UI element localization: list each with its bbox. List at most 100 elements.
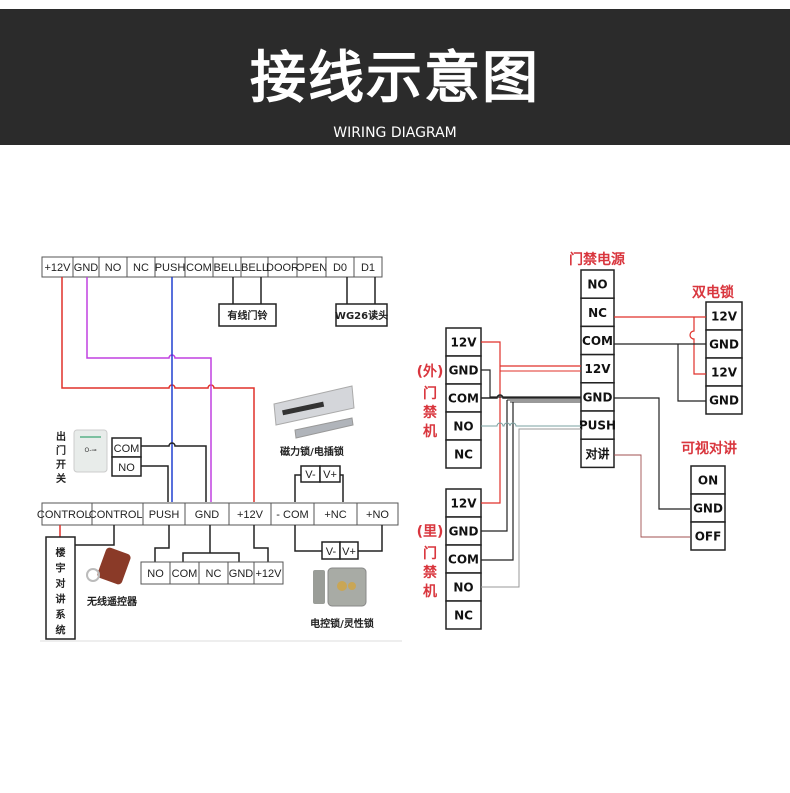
- mag-lock-label: 磁力锁/电插锁: [280, 445, 344, 458]
- top-terminal-label: DOOR: [266, 262, 299, 274]
- label-char: 统: [56, 624, 66, 637]
- inner-prefix: (里): [417, 524, 444, 540]
- exit-com-terminal: COM: [114, 443, 140, 455]
- remote-terminal-cell: [253, 561, 284, 585]
- remote-terminal-label: COM: [172, 568, 198, 580]
- inner-terminal-label: NO: [453, 581, 473, 595]
- psu-terminal-cell: [580, 297, 615, 328]
- video-intercom-terminal-cell: [690, 521, 726, 551]
- label-char: 开: [56, 459, 66, 471]
- label-char: 门: [423, 385, 437, 402]
- outer-terminal-cell: [445, 411, 482, 441]
- video-intercom-terminal-label: ON: [698, 474, 718, 488]
- top-terminal-label: BELL: [241, 262, 268, 274]
- doorbell-box: 有线门铃: [218, 277, 277, 327]
- outer-prefix: (外): [417, 363, 444, 380]
- inner-terminal-cell: [445, 516, 482, 546]
- psu-terminal-label: 12V: [585, 362, 612, 376]
- label-char: 门: [56, 444, 66, 457]
- label-char: 系: [56, 608, 66, 621]
- mag-lock-group: 磁力锁/电插锁 V- V+: [273, 385, 355, 483]
- psu-terminal-cell: [580, 269, 615, 299]
- top-terminal-label: NO: [105, 262, 122, 274]
- double-lock-terminal-label: GND: [709, 338, 739, 352]
- inner-terminal-label: NC: [454, 609, 473, 623]
- doorbell-label: 有线门铃: [228, 309, 269, 322]
- top-terminal-cell: [353, 256, 383, 278]
- psu-terminal-label: GND: [583, 390, 613, 404]
- bottom-terminal-label: +NC: [324, 509, 346, 521]
- page-title: 接线示意图: [250, 46, 540, 111]
- bottom-terminal-cell: [356, 502, 399, 526]
- bottom-terminal-label: PUSH: [149, 509, 180, 521]
- top-terminal-label: OPEN: [296, 262, 327, 274]
- reader-label: WG26读头: [335, 309, 388, 322]
- remote-label: 无线遥控器: [86, 595, 138, 608]
- exit-no-wire: [141, 465, 169, 502]
- top-terminal-label: GND: [74, 262, 99, 274]
- electric-lock-label: 电控锁/灵性锁: [310, 617, 374, 630]
- outer-terminal-label: 12V: [451, 336, 478, 350]
- label-char: 讲: [56, 593, 66, 606]
- outer-controller-label: (外) 门禁机: [417, 363, 444, 440]
- psu-terminal-label: NC: [588, 306, 607, 320]
- left-wires: [61, 277, 344, 502]
- psu-terminal-label: 对讲: [585, 446, 609, 461]
- psu-terminal-label: COM: [582, 334, 613, 348]
- double-lock-terminal-cell: [705, 357, 743, 387]
- label-char: 宇: [56, 562, 66, 575]
- psu-terminal-cell: [580, 325, 615, 356]
- remote-terminal-label: GND: [229, 568, 254, 580]
- page-subtitle: WIRING DIAGRAM: [333, 125, 457, 141]
- power-wire: [61, 277, 255, 502]
- top-terminal-label: D0: [333, 262, 347, 274]
- video-intercom-terminal-cell: [690, 493, 726, 523]
- label-char: 机: [423, 583, 437, 600]
- exit-com-wire: [141, 442, 207, 502]
- header-banner: 接线示意图 WIRING DIAGRAM: [0, 9, 790, 145]
- svg-text:O-⊸: O-⊸: [84, 447, 96, 454]
- label-char: 出: [56, 430, 66, 443]
- outer-terminal-cell: [445, 439, 482, 469]
- video-intercom-terminal-label: OFF: [695, 530, 722, 544]
- exit-button-image: [73, 429, 108, 473]
- bottom-terminal-label: CONTROL-: [89, 509, 147, 521]
- top-terminal-label: PUSH: [155, 262, 186, 274]
- label-char: 禁: [423, 404, 437, 421]
- top-terminal-label: NC: [133, 262, 149, 274]
- double-lock-terminal-cell: [705, 329, 743, 359]
- outer-terminal-label: GND: [449, 364, 479, 378]
- remote-terminal-label: +12V: [256, 568, 283, 580]
- bottom-terminal-label: - COM: [276, 509, 308, 521]
- label-char: 机: [423, 423, 437, 440]
- bottom-terminal-label: CONTROL+: [37, 509, 97, 521]
- bottom-terminal-label: +NO: [366, 509, 389, 521]
- psu-terminal-label: PUSH: [579, 419, 616, 433]
- video-intercom-terminals: ON GND OFF: [690, 465, 726, 551]
- inner-terminal-cell: [445, 544, 482, 574]
- outer-terminal-label: NO: [453, 420, 473, 434]
- label-char: 关: [56, 472, 66, 485]
- video-intercom-terminal-label: GND: [693, 502, 723, 516]
- outer-terminal-label: COM: [448, 392, 479, 406]
- top-terminal-label: COM: [186, 262, 212, 274]
- inner-terminal-label: COM: [448, 553, 479, 567]
- top-terminal-label: BELL: [214, 262, 241, 274]
- double-lock-terminal-label: 12V: [711, 366, 738, 380]
- remote-image: [97, 547, 131, 585]
- bottom-terminal-label: GND: [195, 509, 220, 521]
- remote-wires: [154, 525, 269, 562]
- top-terminal-label: D1: [361, 262, 375, 274]
- reader-box: WG26读头: [335, 277, 388, 327]
- mag-lock-vminus: V-: [305, 469, 316, 481]
- remote-group: 无线遥控器: [86, 547, 138, 608]
- electric-lock-vplus: V+: [342, 546, 356, 558]
- inner-controller-label: (里)门禁机: [417, 524, 444, 600]
- inner-terminal-label: GND: [449, 525, 479, 539]
- bottom-terminal-label: +12V: [237, 509, 264, 521]
